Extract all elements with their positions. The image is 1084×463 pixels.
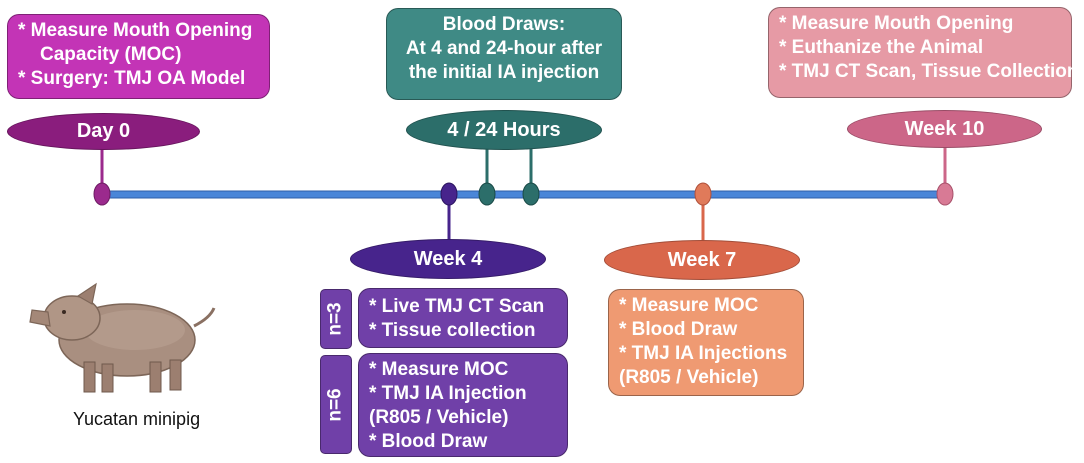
hours-line-2: At 4 and 24-hour after — [405, 38, 603, 59]
day0-line-3: * Surgery: TMJ OA Model — [18, 68, 246, 89]
week4-group-b-n: n=6 — [325, 387, 346, 422]
day0-line-2: Capacity (MOC) — [40, 44, 182, 65]
week7-line-3: * TMJ IA Injections — [619, 343, 788, 364]
hours-line-1: Blood Draws: — [442, 14, 566, 35]
week4-group-a-n: n=3 — [325, 302, 346, 336]
week10-line-3: * TMJ CT Scan, Tissue Collection — [779, 61, 1079, 82]
week7-description-box: * Measure MOC * Blood Draw * TMJ IA Inje… — [608, 289, 804, 396]
day0-marker — [93, 182, 111, 206]
week7-line-1: * Measure MOC — [619, 295, 759, 316]
hours-label: 4 / 24 Hours — [406, 110, 602, 150]
day0-label-text: Day 0 — [76, 120, 131, 142]
hours-description-box: Blood Draws: At 4 and 24-hour after the … — [386, 8, 622, 100]
week4-group-a-count: n=3 — [320, 289, 352, 349]
day0-description-box: * Measure Mouth Opening Capacity (MOC) *… — [7, 14, 270, 99]
week4-group-b-line-1: * Measure MOC — [369, 359, 509, 380]
week4-group-b-line-2: * TMJ IA Injection — [369, 383, 527, 404]
week7-line-2: * Blood Draw — [619, 319, 738, 340]
week4-group-b-line-4: * Blood Draw — [369, 431, 488, 452]
week7-marker — [694, 182, 712, 206]
hours-label-text: 4 / 24 Hours — [447, 118, 561, 141]
week7-label-text: Week 7 — [667, 248, 737, 271]
week4-group-b-count: n=6 — [320, 355, 352, 454]
hours24-marker — [522, 182, 540, 206]
week10-marker — [936, 182, 954, 206]
week4-marker — [440, 182, 458, 206]
week4-label-text: Week 4 — [413, 247, 483, 270]
week10-label: Week 10 — [847, 110, 1042, 148]
day0-label: Day 0 — [7, 113, 200, 150]
week10-line-2: * Euthanize the Animal — [779, 37, 984, 58]
animal-caption: Yucatan minipig — [73, 409, 201, 429]
week7-line-4: (R805 / Vehicle) — [619, 367, 759, 388]
week10-description-box: * Measure Mouth Opening * Euthanize the … — [768, 7, 1079, 98]
week7-label: Week 7 — [604, 240, 800, 280]
pig-icon — [29, 282, 216, 393]
week10-line-1: * Measure Mouth Opening — [779, 13, 1014, 34]
week10-label-text: Week 10 — [904, 117, 985, 140]
day0-line-1: * Measure Mouth Opening — [18, 20, 253, 41]
week4-group-a-box: * Live TMJ CT Scan * Tissue collection — [358, 288, 568, 348]
week4-group-b-box: * Measure MOC * TMJ IA Injection (R805 /… — [358, 353, 568, 457]
hours4-marker — [478, 182, 496, 206]
week4-group-a-line-2: * Tissue collection — [369, 320, 536, 341]
week4-group-b-line-3: (R805 / Vehicle) — [369, 407, 509, 428]
week4-group-a-line-1: * Live TMJ CT Scan — [369, 296, 545, 317]
hours-line-3: the initial IA injection — [408, 62, 600, 83]
week4-label: Week 4 — [350, 239, 546, 279]
